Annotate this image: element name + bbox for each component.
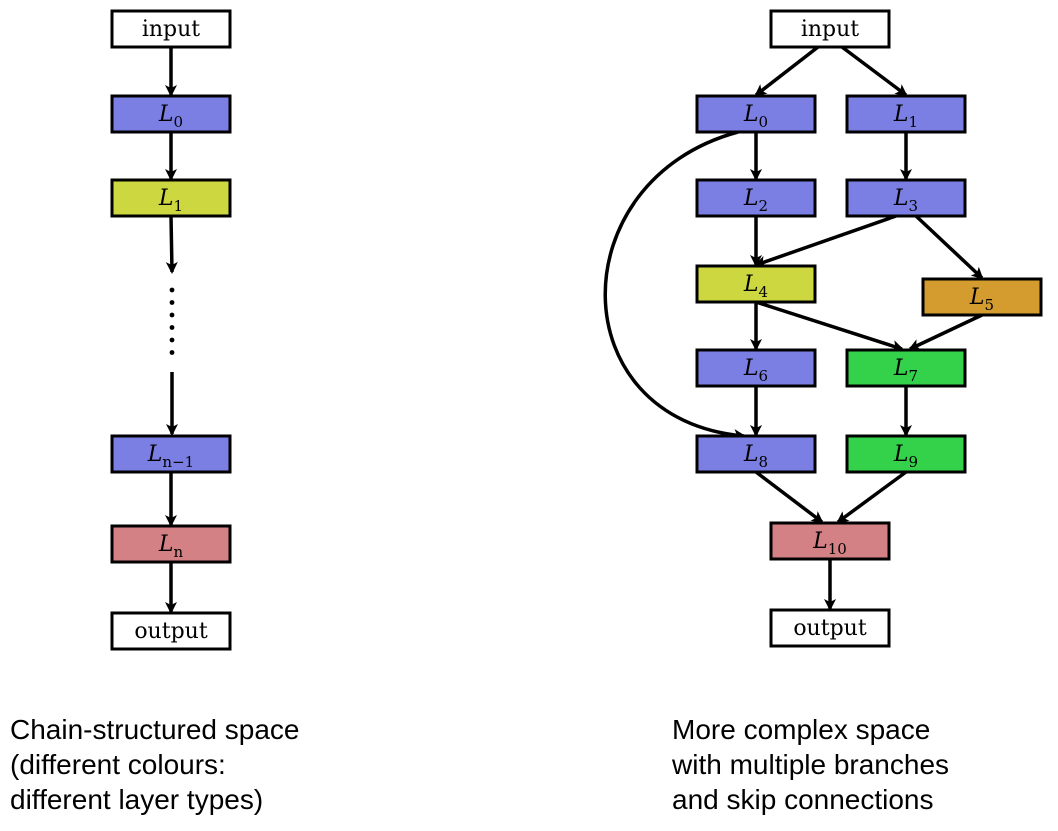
node-L3-label: L3 — [893, 186, 918, 215]
complex-caption-line-3: and skip connections — [672, 784, 934, 815]
node-L1-box — [845, 94, 967, 134]
complex-edges — [603, 45, 984, 611]
node-L2: L2 — [695, 178, 817, 218]
complex-caption-line-2: with multiple branches — [672, 749, 950, 780]
node-L5-box — [921, 277, 1043, 317]
node-L2-box — [695, 178, 817, 218]
node-L7-box — [845, 348, 967, 388]
node-L4-box — [695, 264, 817, 304]
edge-L5-L7 — [908, 313, 983, 351]
node-L9-label: L9 — [893, 442, 918, 471]
chain-edges — [165, 47, 178, 614]
node-L10: L10 — [769, 521, 891, 561]
complex-caption-line-1: More complex space — [672, 714, 931, 745]
node-output: output — [769, 608, 891, 648]
skip-edge-L0-L8 — [603, 130, 746, 442]
node-L6-box — [695, 348, 817, 388]
node-input-label: input — [142, 17, 200, 42]
node-L8-label: L8 — [743, 442, 768, 471]
node-output: output — [110, 611, 232, 651]
node-L0: L0 — [695, 94, 817, 134]
node-L4-label: L4 — [743, 272, 768, 301]
ellipsis-dot — [169, 312, 175, 318]
node-L7: L7 — [845, 348, 967, 388]
ellipsis-dot — [169, 300, 175, 305]
node-input-label: input — [801, 17, 859, 42]
node-Ln1-label: Ln−1 — [147, 442, 194, 471]
node-L0-box — [695, 94, 817, 134]
edge-L3-L4 — [754, 214, 897, 268]
chain-caption-line-1: Chain-structured space — [10, 714, 300, 745]
node-L10-label: L10 — [812, 529, 847, 558]
node-L1: L1 — [845, 94, 967, 134]
ellipsis-dot — [169, 337, 175, 343]
node-L3: L3 — [845, 178, 967, 218]
node-L0-label: L0 — [743, 102, 768, 131]
node-input-box — [110, 9, 232, 49]
node-input-box — [769, 9, 891, 49]
node-L2-label: L2 — [743, 186, 768, 215]
node-L9: L9 — [845, 434, 967, 474]
edge-L8-L10 — [754, 470, 824, 524]
edge-L3-L5 — [914, 214, 984, 280]
node-input: input — [110, 9, 232, 49]
node-Ln1: Ln−1 — [110, 434, 232, 474]
edge-L9-L10 — [836, 470, 908, 524]
node-output-label: output — [134, 619, 208, 644]
node-L1-label: L1 — [893, 102, 918, 131]
node-Ln: Ln — [110, 524, 232, 564]
node-L5-label: L5 — [969, 285, 994, 314]
node-L6: L6 — [695, 348, 817, 388]
node-L4: L4 — [695, 264, 817, 304]
node-output-box — [769, 608, 891, 648]
node-Ln1-box — [110, 434, 232, 474]
chain-ellipsis — [169, 287, 175, 355]
complex-caption: More complex space with multiple branche… — [672, 712, 949, 817]
node-L1-box — [110, 178, 232, 218]
edge-L1-dots — [165, 215, 178, 274]
node-L6-label: L6 — [743, 356, 768, 385]
node-Ln-box — [110, 524, 232, 564]
node-L0-label: L0 — [158, 102, 183, 131]
node-L1-label: L1 — [158, 186, 183, 215]
chain-caption: Chain-structured space (different colour… — [10, 712, 299, 817]
ellipsis-dot — [169, 325, 175, 330]
edge-input-L1 — [840, 45, 908, 97]
chain-caption-line-3: different layer types) — [10, 784, 264, 815]
node-L9-box — [845, 434, 967, 474]
node-L8-box — [695, 434, 817, 474]
node-output-label: output — [793, 616, 867, 641]
node-L0-box — [110, 94, 232, 134]
ellipsis-dot — [169, 287, 175, 293]
node-L3-box — [845, 178, 967, 218]
node-L1: L1 — [110, 178, 232, 218]
node-Ln-label: Ln — [158, 532, 184, 561]
node-L5: L5 — [921, 277, 1043, 317]
node-input: input — [769, 9, 891, 49]
node-output-box — [110, 611, 232, 651]
node-L0: L0 — [110, 94, 232, 134]
node-L8: L8 — [695, 434, 817, 474]
node-L7-label: L7 — [893, 356, 918, 385]
node-L10-box — [769, 521, 891, 561]
chain-caption-line-2: (different colours: — [10, 749, 226, 780]
ellipsis-dot — [169, 350, 175, 355]
edge-L4-L7 — [755, 300, 904, 352]
edge-input-L0 — [754, 45, 820, 97]
